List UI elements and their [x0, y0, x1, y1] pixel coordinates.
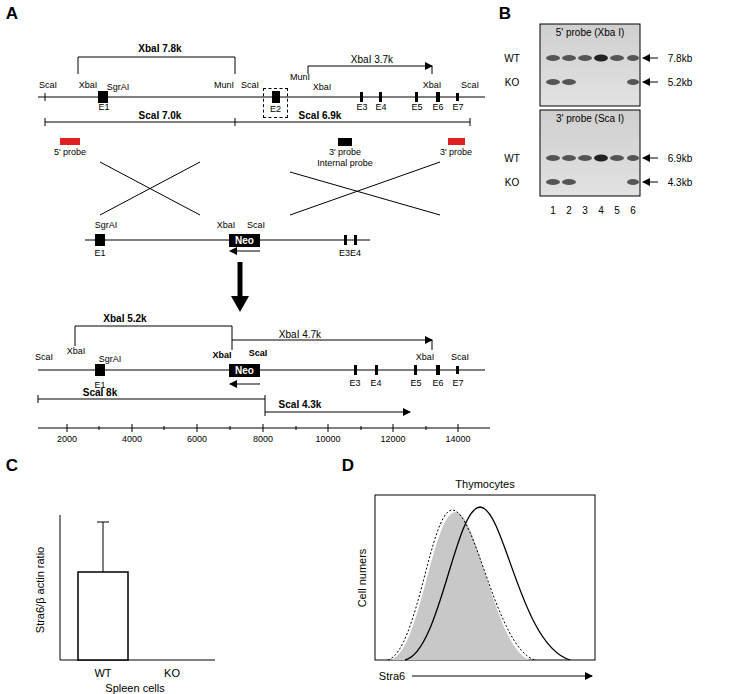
- label: MunI: [214, 81, 234, 91]
- label: KO: [505, 77, 519, 88]
- label: XbaI: [217, 221, 236, 231]
- label: 3' probe: [329, 148, 361, 158]
- label: 4: [598, 205, 604, 216]
- label: E5: [410, 379, 421, 389]
- label: KO: [505, 177, 519, 188]
- label: E3: [356, 103, 367, 113]
- node-text: Neo: [235, 235, 254, 246]
- label: 6: [630, 205, 636, 216]
- label: 7.8kb: [668, 53, 692, 64]
- label: XbaI: [313, 83, 332, 93]
- label: ScaI: [461, 81, 479, 91]
- label: 3: [582, 205, 588, 216]
- node-text: E2: [270, 105, 281, 115]
- label: ScaI 4.3k: [279, 399, 322, 410]
- label: SgrAI: [95, 221, 118, 231]
- label: 5: [614, 205, 620, 216]
- label: ScaI: [249, 349, 268, 359]
- exon-box: E2: [263, 88, 288, 118]
- label: Thymocytes: [455, 478, 514, 490]
- label: E6: [432, 103, 443, 113]
- label: E3: [349, 379, 360, 389]
- label: 12000: [380, 435, 405, 445]
- label: 6.9kb: [668, 153, 692, 164]
- label: Internal probe: [317, 159, 373, 169]
- label: Spleen cells: [105, 682, 164, 694]
- label: D: [342, 457, 354, 476]
- label: E7: [452, 103, 463, 113]
- node-text: Neo: [235, 365, 254, 376]
- label: Cell numers: [356, 549, 368, 608]
- label: ScaI 7.0k: [139, 110, 182, 121]
- label: XbaI: [212, 351, 231, 361]
- label: ScaI: [247, 221, 265, 231]
- label: 5' probe: [54, 148, 86, 158]
- label: 8000: [253, 435, 273, 445]
- neo-cassette: Neo: [229, 234, 260, 247]
- label: E6: [432, 379, 443, 389]
- label: 2: [566, 205, 572, 216]
- label: KO: [164, 667, 180, 679]
- label: E4: [375, 103, 386, 113]
- label: E7: [452, 379, 463, 389]
- label: E5: [411, 103, 422, 113]
- label: XbaI 7.8k: [138, 43, 181, 54]
- label: 4000: [122, 435, 142, 445]
- label: 6000: [187, 435, 207, 445]
- label: XbaI 5.2k: [103, 313, 146, 324]
- label: 5' probe (Xba I): [556, 27, 625, 38]
- label: E1: [94, 249, 105, 259]
- label: MunI: [290, 73, 310, 83]
- label: XbaI: [416, 353, 435, 363]
- label: 5.2kb: [668, 77, 692, 88]
- label: XbaI: [67, 347, 86, 357]
- label: ScaI: [39, 81, 57, 91]
- label: XbaI: [423, 81, 442, 91]
- label: Stra6/β actin ratio: [34, 547, 46, 633]
- label: ScaI: [451, 353, 469, 363]
- label: 3' probe: [440, 148, 472, 158]
- label: WT: [94, 667, 111, 679]
- label: E3E4: [339, 249, 361, 259]
- label: ScaI 8k: [83, 387, 117, 398]
- label: ScaI 6.9k: [299, 110, 342, 121]
- label: E1: [98, 103, 109, 113]
- label: SgrAI: [107, 83, 130, 93]
- label: 14000: [445, 435, 470, 445]
- label: SgrAI: [99, 355, 122, 365]
- label: ScaI: [35, 353, 53, 363]
- label: 2000: [57, 435, 77, 445]
- label: E4: [370, 379, 381, 389]
- label: XbaI 4.7k: [279, 329, 321, 340]
- label: 3' probe (Sca I): [556, 113, 624, 124]
- label: WT: [504, 53, 520, 64]
- label: XbaI 3.7k: [351, 54, 393, 65]
- label: B: [499, 5, 511, 24]
- label: ScaI: [241, 81, 259, 91]
- label: C: [6, 457, 18, 476]
- label: 4.3kb: [668, 177, 692, 188]
- label: A: [6, 5, 18, 24]
- label: WT: [504, 153, 520, 164]
- label: Stra6: [379, 670, 405, 682]
- label: 1: [550, 205, 556, 216]
- label: XbaI: [79, 81, 98, 91]
- label: 10000: [315, 435, 340, 445]
- neo-cassette: Neo: [229, 364, 260, 377]
